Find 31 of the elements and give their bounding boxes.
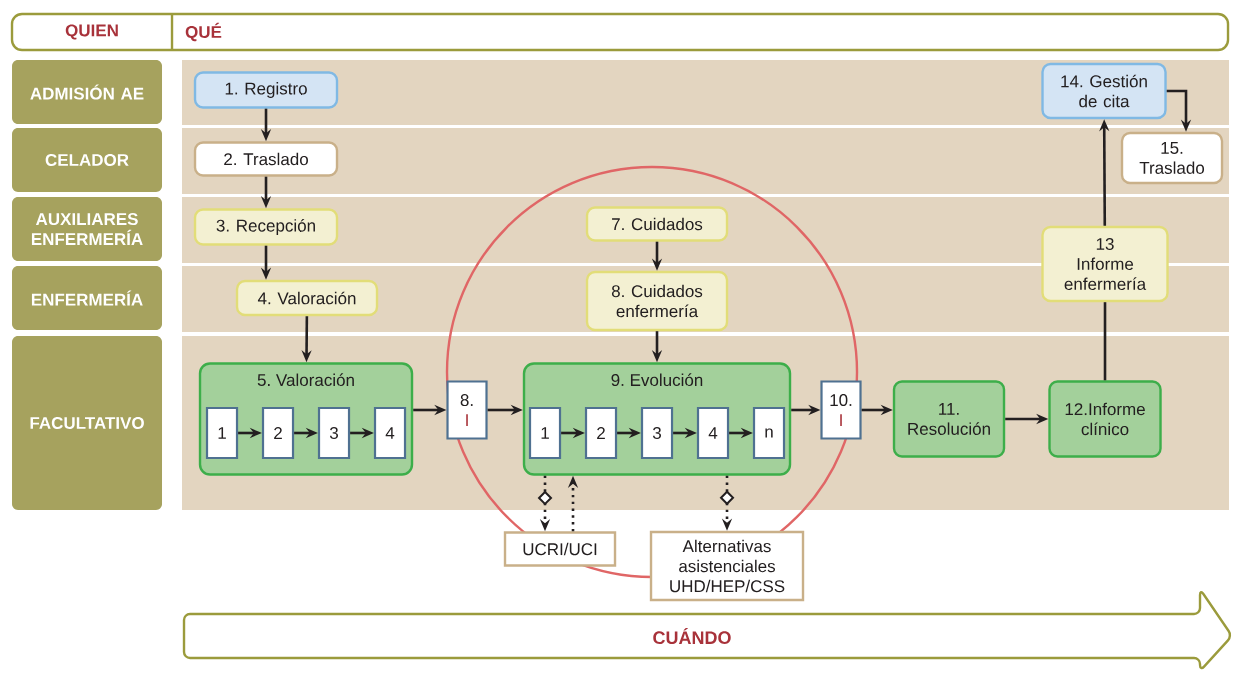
- step-box: 1: [205, 406, 239, 460]
- step-box: 3: [317, 406, 351, 460]
- destination-box: UCRI/UCI: [503, 531, 617, 567]
- process-box: 13 Informe enfermería: [1041, 225, 1169, 303]
- process-box: 15. Traslado: [1120, 131, 1224, 185]
- process-box: 12.Informe clínico: [1048, 380, 1162, 458]
- interconsult-box: 8. I: [446, 380, 488, 440]
- process-box: 2. Traslado: [193, 141, 339, 177]
- step-box: 2: [261, 406, 295, 460]
- lane-label: AUXILIARES ENFERMERÍA: [12, 197, 162, 261]
- step-box: 1: [528, 406, 562, 460]
- interconsult-box: 10. I: [820, 380, 862, 440]
- process-box: 11. Resolución: [892, 380, 1006, 458]
- process-box: 4. Valoración: [235, 279, 379, 317]
- destination-box: Alternativas asistenciales UHD/HEP/CSS: [649, 530, 805, 602]
- process-box: 14. Gestión de cita: [1041, 62, 1167, 120]
- column-heading: QUÉ: [185, 22, 222, 42]
- step-box: 4: [696, 406, 730, 460]
- process-box: 7. Cuidados: [585, 206, 729, 242]
- step-box: n: [752, 406, 786, 460]
- lane-label: ENFERMERÍA: [12, 266, 162, 330]
- step-box: 4: [373, 406, 407, 460]
- lane-label: ADMISIÓN AE: [12, 60, 162, 124]
- process-box: 1. Registro: [193, 71, 339, 109]
- process-box: 3. Recepción: [193, 208, 339, 246]
- column-heading: QUIEN: [65, 24, 118, 40]
- lane-label: FACULTATIVO: [12, 336, 162, 510]
- process-box: 8. Cuidados enfermería: [585, 270, 729, 332]
- step-box: 2: [584, 406, 618, 460]
- step-box: 3: [640, 406, 674, 460]
- lane-label: CELADOR: [12, 128, 162, 192]
